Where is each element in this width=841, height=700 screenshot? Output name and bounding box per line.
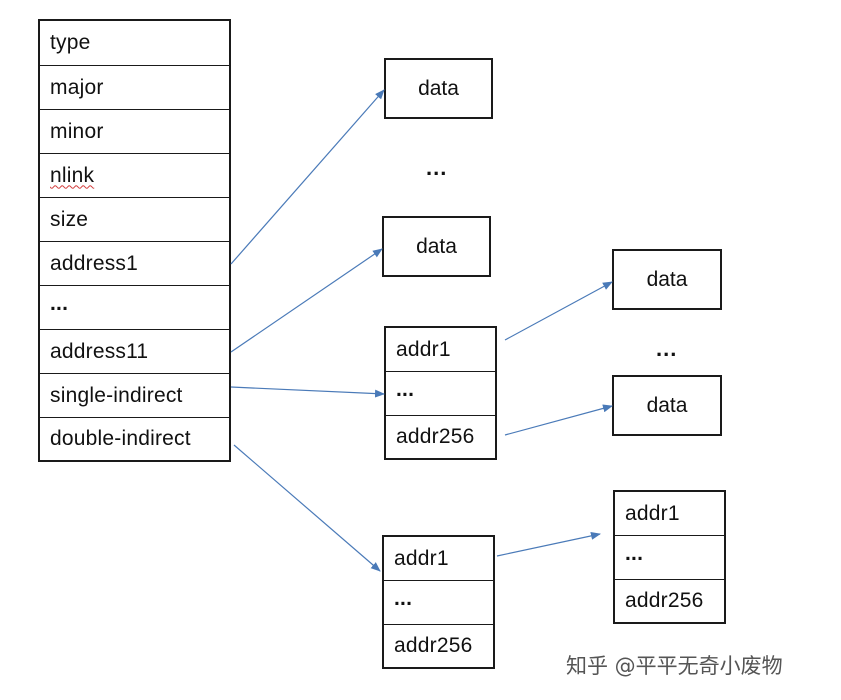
arrow-address1-to-data <box>230 89 385 265</box>
arrow-address11-to-data <box>230 248 383 353</box>
inode-field-type: type <box>40 21 229 66</box>
inode-field-size: size <box>40 198 229 242</box>
data-block-top-dots: ... <box>426 155 448 180</box>
inode-field-nlink: nlink <box>40 154 229 198</box>
single-indirect-block: addr1 ... addr256 <box>384 326 497 460</box>
inode-field-major: major <box>40 66 229 110</box>
inode-field-address1: address1 <box>40 242 229 286</box>
inode-field-address11: address11 <box>40 330 229 374</box>
single-indirect-addr1: addr1 <box>386 328 495 372</box>
data-block-right-dots: ... <box>656 336 678 361</box>
inode-table: type major minor nlink size address1 ...… <box>38 19 231 462</box>
data-block-top-1: data <box>384 58 493 119</box>
double-indirect-block: addr1 ... addr256 <box>382 535 495 669</box>
second-level-ellipsis: ... <box>615 536 724 580</box>
inode-field-single-indirect: single-indirect <box>40 374 229 418</box>
inode-field-double-indirect: double-indirect <box>50 427 191 450</box>
arrow-double-indirect-to-block <box>233 444 381 572</box>
arrow-double-addr1-to-second-level <box>496 531 601 557</box>
data-block-top-2: data <box>382 216 491 277</box>
arrow-addr1-to-data <box>504 281 613 341</box>
second-level-addr256: addr256 <box>625 589 704 612</box>
data-block-right-2: data <box>612 375 722 436</box>
double-indirect-ellipsis: ... <box>384 581 493 625</box>
arrow-single-indirect-to-block <box>230 386 385 398</box>
single-indirect-ellipsis: ... <box>386 372 495 416</box>
double-indirect-addr1: addr1 <box>384 537 493 581</box>
single-indirect-addr256: addr256 <box>396 425 475 448</box>
arrow-addr256-to-data <box>504 404 613 436</box>
second-level-block: addr1 ... addr256 <box>613 490 726 624</box>
second-level-addr1: addr1 <box>615 492 724 536</box>
data-block-right-1: data <box>612 249 722 310</box>
watermark: 知乎 @平平无奇小废物 <box>566 654 783 678</box>
double-indirect-addr256: addr256 <box>394 634 473 657</box>
inode-field-ellipsis: ... <box>40 286 229 330</box>
inode-field-nlink-text: nlink <box>50 163 95 187</box>
inode-field-minor: minor <box>40 110 229 154</box>
